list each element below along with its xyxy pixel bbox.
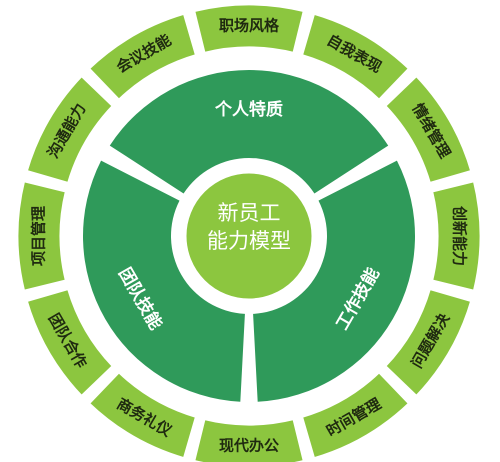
ring-segment-2: [253, 160, 415, 402]
ring-segment-1: [109, 69, 389, 194]
outer-label-3: 创新能力: [451, 205, 469, 266]
outer-segment-4: [382, 286, 474, 399]
outer-segment-5: [299, 369, 412, 461]
center-title-line1: 新员工: [218, 201, 281, 225]
outer-label-12: 职场风格: [219, 17, 280, 35]
outer-segment-1: [299, 11, 412, 103]
outer-ring: 自我表现情绪管理创新能力问题解决时间管理现代办公商务礼仪团队合作项目管理沟通能力…: [15, 2, 483, 462]
outer-segment-11: [86, 11, 199, 103]
center-title-line2: 能力模型: [207, 229, 291, 253]
outer-segment-7: [86, 369, 199, 461]
outer-segment-3: [429, 178, 483, 294]
outer-label-6: 现代办公: [219, 437, 279, 455]
center-circle-group: 新员工 能力模型: [183, 170, 315, 302]
ring-label-1: 个人特质: [214, 99, 283, 120]
outer-segment-10: [24, 73, 116, 186]
outer-segment-6: [191, 416, 307, 462]
outer-segment-8: [24, 286, 116, 399]
center-circle: [183, 170, 315, 302]
outer-segment-9: [15, 178, 69, 294]
ring-segment-3: [83, 160, 245, 402]
outer-segment-2: [382, 73, 474, 186]
outer-label-9: 项目管理: [30, 206, 48, 266]
outer-segment-12: [191, 2, 307, 56]
